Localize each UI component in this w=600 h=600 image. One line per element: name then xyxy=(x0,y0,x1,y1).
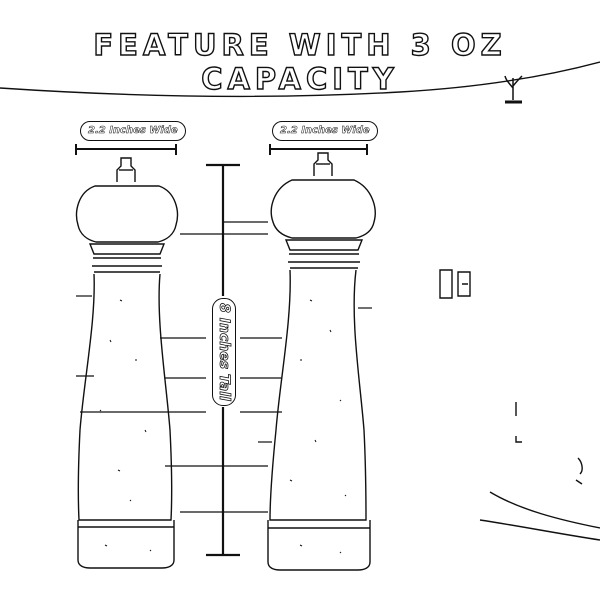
sprout-icon xyxy=(504,75,523,104)
guide-lines xyxy=(76,221,372,513)
right-pepper-mill xyxy=(267,152,376,571)
left-width-bar xyxy=(75,144,177,155)
right-width-bar xyxy=(269,144,368,155)
background-items xyxy=(439,269,600,541)
height-label: 8 Inches Tall xyxy=(216,303,233,402)
right-width-label: 2.2 Inches Wide xyxy=(272,121,378,141)
left-width-label: 2.2 Inches Wide xyxy=(80,121,186,141)
left-pepper-mill xyxy=(75,157,179,569)
background-curve xyxy=(0,61,600,98)
height-label-pill: 8 Inches Tall xyxy=(212,298,236,406)
headline: FEATURE WITH 3 OZ CAPACITY xyxy=(93,27,507,96)
height-bar xyxy=(206,163,240,557)
